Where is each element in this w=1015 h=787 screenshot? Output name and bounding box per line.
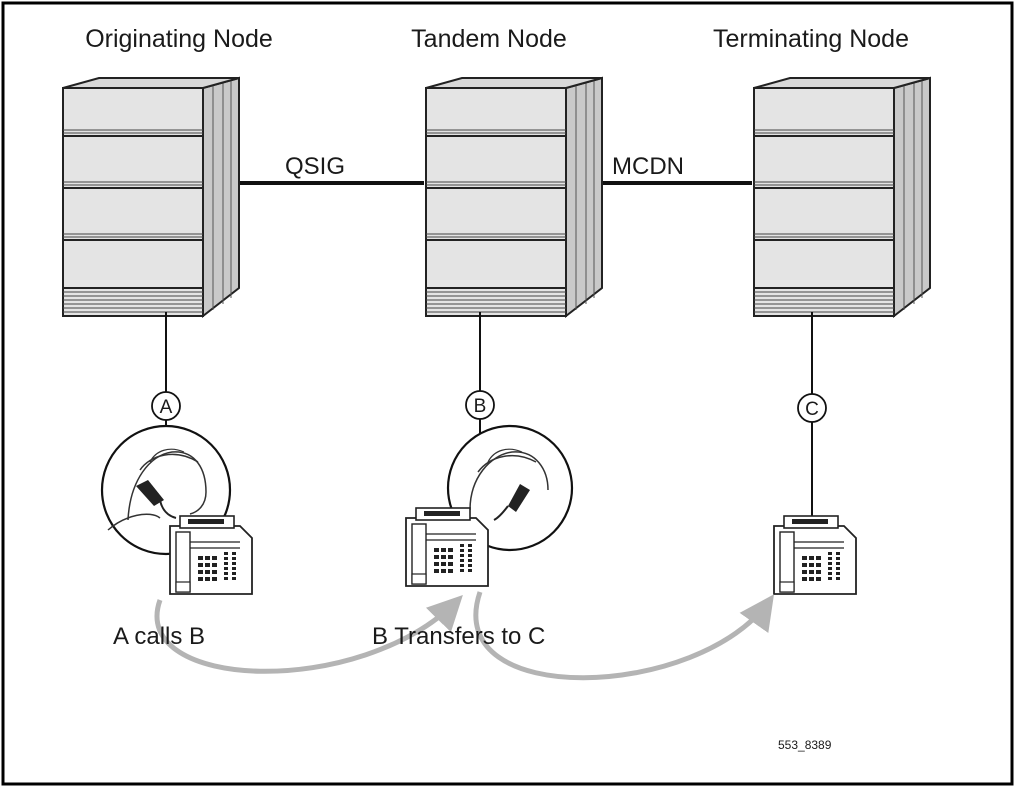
station-marker-a: A <box>151 391 181 421</box>
station-letter-a: A <box>160 397 173 418</box>
station-marker-b: B <box>465 390 495 420</box>
station-letter-b: B <box>474 396 487 417</box>
caption-b-transfers-to-c: B Transfers to C <box>372 623 545 650</box>
telephone-icon <box>405 507 489 587</box>
call-arrow-a-to-b <box>154 595 463 674</box>
link-label-mcdn: MCDN <box>612 153 684 180</box>
transfer-arrow-b-to-c <box>473 591 775 681</box>
node-title-tandem: Tandem Node <box>411 25 567 53</box>
station-letter-c: C <box>805 399 819 420</box>
telephone-icon <box>773 515 857 595</box>
link-label-qsig: QSIG <box>285 153 345 180</box>
person-on-phone-icon <box>446 424 574 552</box>
figure-reference: 553_8389 <box>778 738 832 752</box>
server-cabinet-icon <box>62 77 240 317</box>
station-marker-c: C <box>797 393 827 423</box>
server-cabinet-icon <box>425 77 603 317</box>
server-cabinet-icon <box>753 77 931 317</box>
node-title-terminating: Terminating Node <box>713 25 909 53</box>
caption-a-calls-b: A calls B <box>113 623 205 650</box>
node-title-originating: Originating Node <box>85 25 273 53</box>
telephone-icon <box>169 515 253 595</box>
